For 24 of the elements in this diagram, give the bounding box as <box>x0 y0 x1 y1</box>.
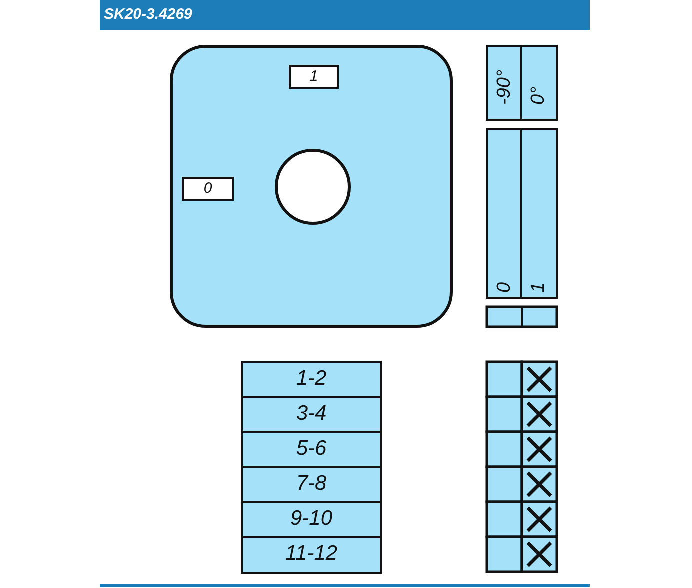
position-label <box>289 65 339 89</box>
angle-text: -90° <box>495 70 514 105</box>
angle-text: 0° <box>529 86 548 105</box>
contact-row <box>241 361 382 398</box>
contact-row <box>241 396 382 434</box>
position-label <box>182 177 234 201</box>
position-cell <box>520 128 558 299</box>
contact-pair: 11-12 <box>284 542 339 566</box>
contact-row <box>241 536 382 574</box>
angle-cell <box>520 45 558 121</box>
contact-pair: 1-2 <box>295 367 328 391</box>
contact-pair: 9-10 <box>289 507 334 531</box>
contact-row <box>241 501 382 538</box>
contact-row <box>241 431 382 468</box>
switch-plate <box>170 45 453 328</box>
position-number: 1 <box>308 68 320 85</box>
contact-pair: 5-6 <box>295 437 328 461</box>
contact-pair: 7-8 <box>295 472 328 496</box>
position-number: 0 <box>202 180 214 197</box>
contact-pair: 3-4 <box>295 402 328 426</box>
position-text: 0 <box>495 282 514 293</box>
position-text: 1 <box>529 282 548 293</box>
diagram-title: SK20-3.4269 <box>104 6 192 23</box>
contact-row <box>241 466 382 504</box>
